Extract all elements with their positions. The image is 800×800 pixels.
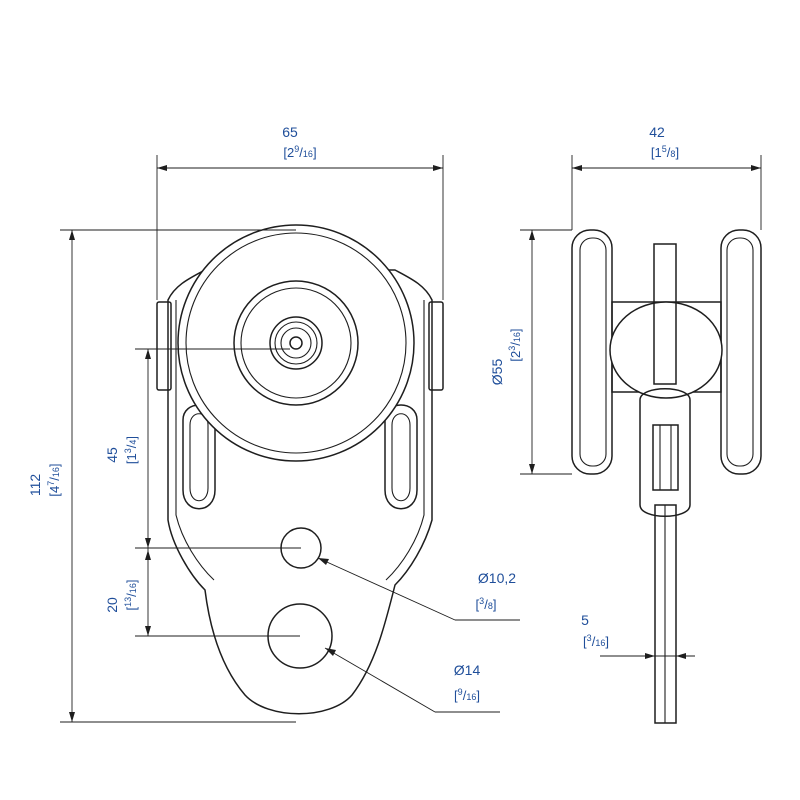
bracket-inner-edge <box>175 300 215 581</box>
left-slot-inner <box>189 413 209 502</box>
large-hole-mm-label: Ø14 <box>454 662 481 678</box>
side-view <box>571 229 762 724</box>
axle-ring-2 <box>280 327 312 359</box>
height-imperial-label: [47/16] <box>46 463 62 496</box>
right-slot-inner <box>391 413 411 502</box>
small-hole-imperial-label: [3/8] <box>476 596 497 612</box>
right-side-tab <box>428 301 444 391</box>
small-hole-mm-label: Ø10,2 <box>478 570 516 586</box>
dimension-labels: 65 [29/16] 42 [15/8] 112 [47/16] 45 [13/… <box>27 124 679 703</box>
hub-ring <box>240 287 352 399</box>
hub-outer <box>233 280 359 406</box>
bracket-plate-outline <box>167 269 433 715</box>
wheel-rim <box>185 232 407 454</box>
depth-mm-label: 42 <box>649 124 665 140</box>
upper-spacing-mm-label: 45 <box>104 447 120 463</box>
wheel-diameter-imperial-label: [23/16] <box>507 328 523 361</box>
lower-spacing-imperial-label: [13/16] <box>123 580 139 611</box>
bracket-inner-edge-right <box>385 300 425 581</box>
width-imperial-label: [29/16] <box>283 144 316 160</box>
left-slot <box>182 404 216 510</box>
plate-thickness-mm-label: 5 <box>581 612 589 628</box>
side-right-wheel-inner <box>726 237 754 467</box>
height-mm-label: 112 <box>27 474 43 497</box>
axle-outer <box>269 316 323 370</box>
large-hole-imperial-label: [9/16] <box>454 687 480 703</box>
lower-spacing-mm-label: 20 <box>104 597 120 613</box>
width-mm-label: 65 <box>282 124 298 140</box>
front-view <box>156 224 444 715</box>
side-hub <box>609 301 723 399</box>
right-slot <box>384 404 418 510</box>
axle-center <box>289 336 303 350</box>
axle-ring-1 <box>274 321 318 365</box>
wheel-outer <box>177 224 415 462</box>
side-bracket-body <box>639 388 691 517</box>
depth-imperial-label: [15/8] <box>651 144 679 160</box>
side-upper-plate <box>653 243 677 385</box>
side-bracket-window <box>652 424 679 491</box>
wheel-diameter-mm-label: Ø55 <box>489 359 505 386</box>
side-left-wheel-inner <box>579 237 607 467</box>
upper-spacing-imperial-label: [13/4] <box>123 436 139 464</box>
left-side-tab <box>156 301 172 391</box>
dimension-lines <box>60 155 762 723</box>
plate-thickness-imperial-label: [3/16] <box>583 633 609 649</box>
